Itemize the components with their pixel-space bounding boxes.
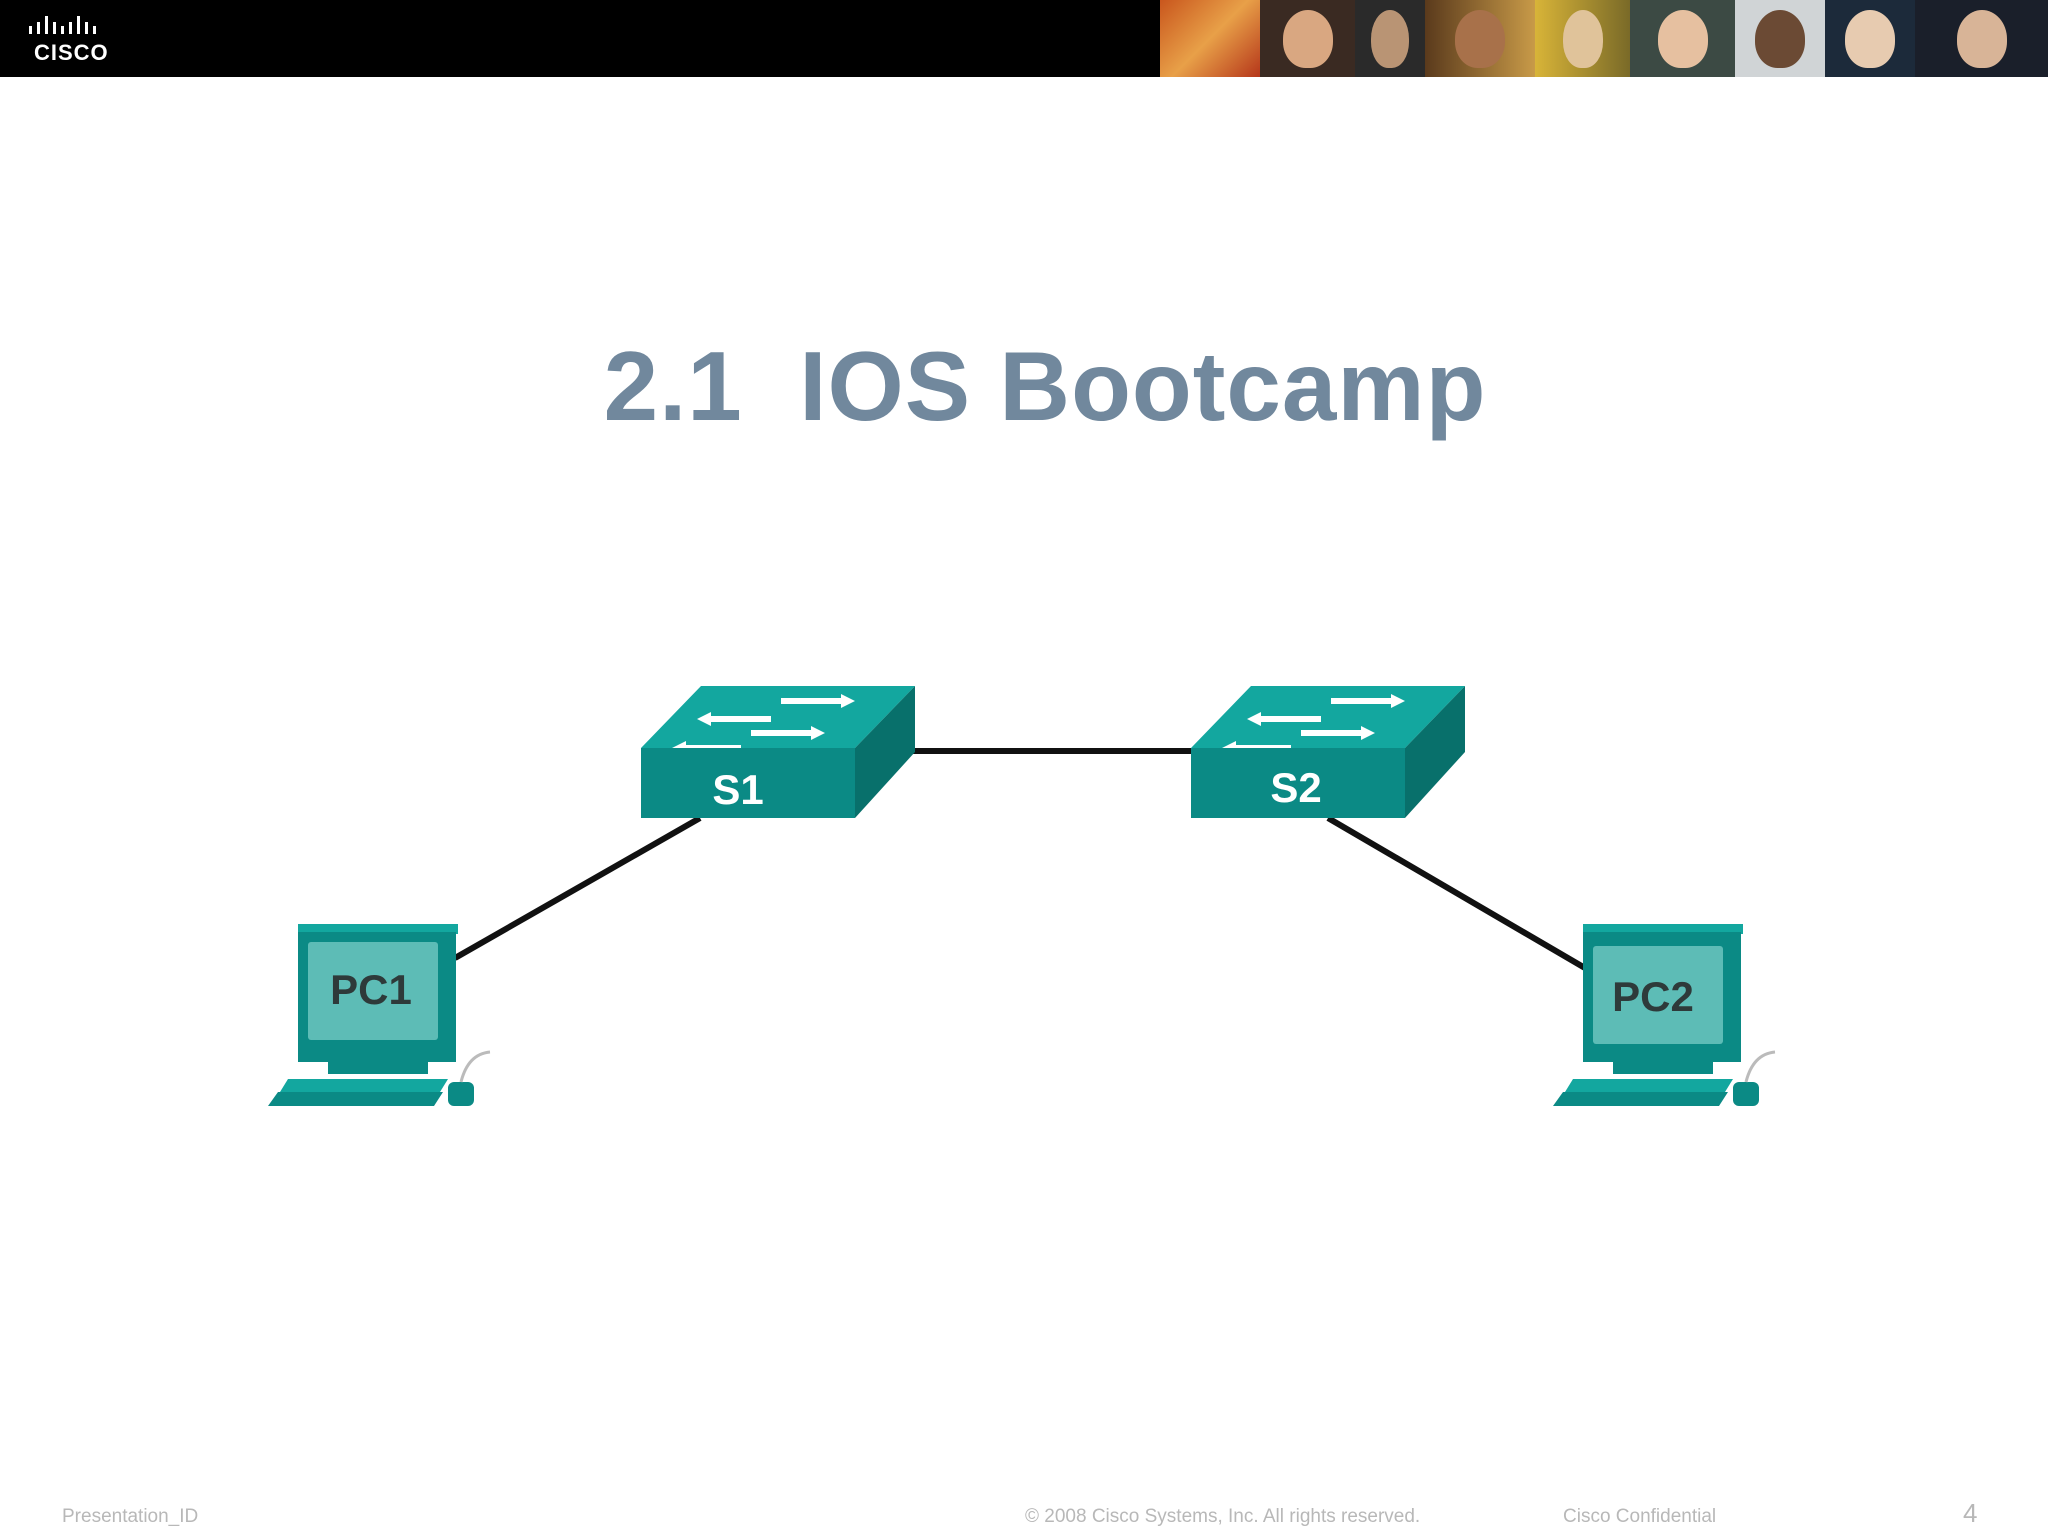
photo-tile bbox=[1355, 0, 1425, 77]
switch-side bbox=[855, 686, 915, 818]
keyboard-top bbox=[280, 1079, 448, 1092]
photo-tile bbox=[1735, 0, 1825, 77]
photo-tile bbox=[1630, 0, 1735, 77]
pc-pc1[interactable]: PC1 bbox=[268, 924, 491, 1106]
monitor-screen bbox=[308, 942, 438, 1040]
switch-s1[interactable]: S1 bbox=[641, 686, 915, 818]
photo-tile bbox=[1915, 0, 2048, 77]
cisco-bridge-icon bbox=[29, 16, 96, 34]
page-number: 4 bbox=[1963, 1498, 1978, 1528]
slide-title: 2.1 IOS Bootcamp bbox=[603, 331, 1487, 441]
keyboard bbox=[268, 1092, 443, 1106]
photo-tile bbox=[1160, 0, 1260, 77]
footer-confidential: Cisco Confidential bbox=[1563, 1506, 1717, 1527]
photo-tile bbox=[1425, 0, 1535, 77]
monitor-stand bbox=[328, 1062, 428, 1074]
photo-tile bbox=[1260, 0, 1355, 77]
mouse-cable bbox=[1744, 1050, 1776, 1083]
footer-copyright: © 2008 Cisco Systems, Inc. All rights re… bbox=[1025, 1506, 1421, 1527]
switch-s2[interactable]: S2 bbox=[1191, 686, 1465, 818]
switch-arrows-icon bbox=[1222, 694, 1405, 748]
mouse-icon bbox=[1733, 1082, 1759, 1106]
pc-label: PC1 bbox=[330, 966, 412, 1013]
cisco-logo: CISCO bbox=[24, 12, 124, 65]
keyboard bbox=[1553, 1092, 1728, 1106]
pc-pc2[interactable]: PC2 bbox=[1553, 924, 1776, 1106]
mouse-icon bbox=[448, 1082, 474, 1106]
monitor-stand bbox=[1613, 1062, 1713, 1074]
link-s1-pc1 bbox=[453, 815, 702, 961]
photo-tile bbox=[1825, 0, 1915, 77]
switch-label: S1 bbox=[712, 766, 763, 813]
pc-label: PC2 bbox=[1612, 973, 1694, 1020]
switch-front bbox=[1191, 748, 1405, 818]
photo-tile bbox=[1535, 0, 1630, 77]
mouse-cable bbox=[459, 1050, 491, 1083]
monitor-top bbox=[298, 924, 458, 934]
switch-side bbox=[1405, 686, 1465, 818]
switch-front bbox=[641, 748, 855, 818]
header-bar: CISCO bbox=[0, 0, 2048, 77]
switch-arrows-icon bbox=[672, 694, 855, 748]
monitor-top bbox=[1583, 924, 1743, 934]
cisco-wordmark: CISCO bbox=[34, 40, 109, 65]
keyboard-top bbox=[1565, 1079, 1733, 1092]
switch-label: S2 bbox=[1270, 764, 1321, 811]
monitor-screen bbox=[1593, 946, 1723, 1044]
link-s2-pc2 bbox=[1326, 815, 1587, 971]
footer-presentation-id: Presentation_ID bbox=[62, 1506, 199, 1527]
header-photo-strip bbox=[1160, 0, 2048, 77]
